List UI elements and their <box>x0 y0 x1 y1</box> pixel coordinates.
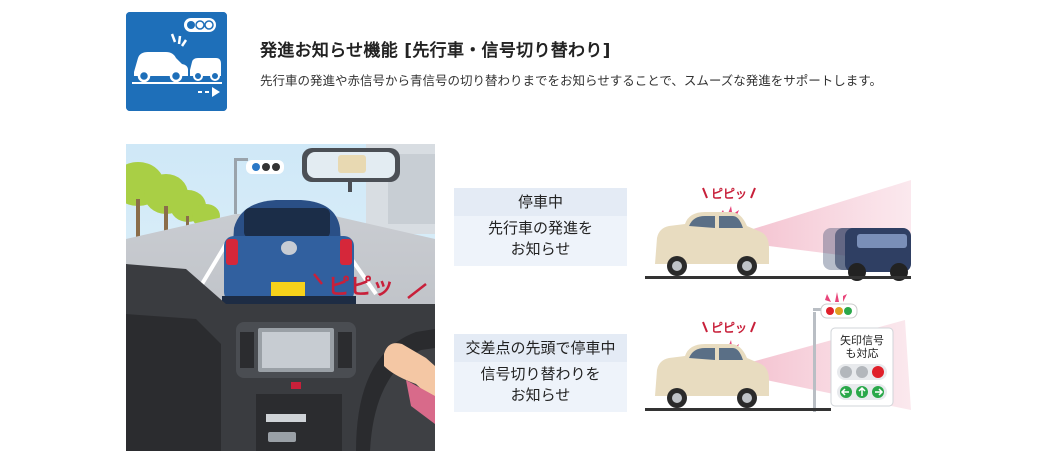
scenario-label: 停車中 <box>454 188 627 216</box>
scene-beep-text: ピピッ <box>711 187 747 201</box>
scenario-desc: 先行車の発進を お知らせ <box>454 218 627 260</box>
scene-signal-change: 矢印信号 も対応 ピピッ <box>645 292 911 418</box>
scenario-desc-line: お知らせ <box>510 386 571 404</box>
arrow-signal-label-2: も対応 <box>846 346 879 360</box>
scenario-desc: 信号切り替わりを お知らせ <box>454 364 627 406</box>
scenario-box-intersection: 交差点の先頭で停車中 信号切り替わりを お知らせ <box>454 334 627 412</box>
scenario-desc-line: 先行車の発進を <box>487 219 593 237</box>
page-subtitle: 先行車の発進や赤信号から青信号の切り替わりまでをお知らせすることで、スムーズな発… <box>260 73 883 88</box>
page-title: 発進お知らせ機能 [先行車・信号切り替わり] <box>260 41 611 61</box>
arrow-left-icon <box>840 386 852 398</box>
scene-lead-car-start: ピピッ <box>645 176 911 288</box>
arrow-right-icon <box>872 386 884 398</box>
scenario-desc-line: 信号切り替わりを <box>480 365 601 383</box>
scenario-label: 交差点の先頭で停車中 <box>454 334 627 362</box>
feature-icon <box>126 12 227 111</box>
driver-view-illustration: ピピッ <box>126 144 435 451</box>
arrow-up-icon <box>856 386 868 398</box>
scenario-desc-line: お知らせ <box>510 240 571 258</box>
scene-beep-text: ピピッ <box>711 321 747 335</box>
scenario-box-stopped: 停車中 先行車の発進を お知らせ <box>454 188 627 266</box>
illustration-beep-text: ピピッ <box>328 275 394 300</box>
arrow-signal-label-1: 矢印信号 <box>840 333 884 347</box>
